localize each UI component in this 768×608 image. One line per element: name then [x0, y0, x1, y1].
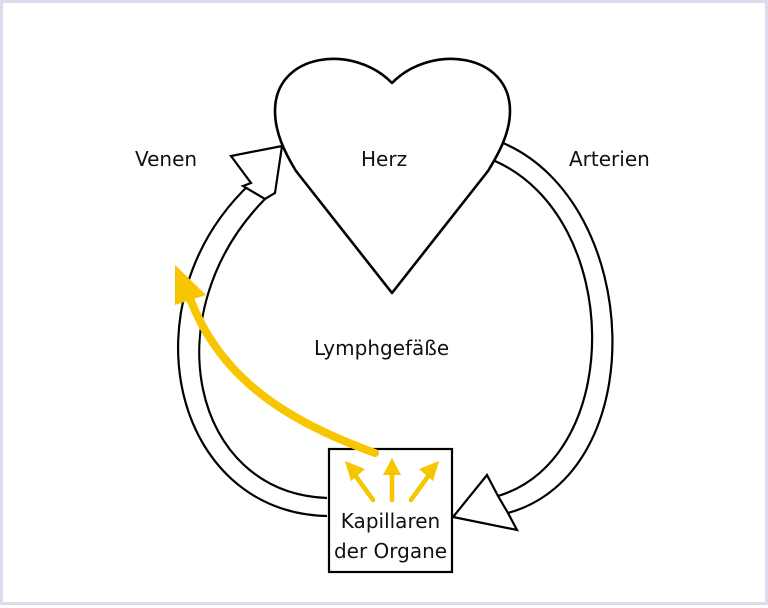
capillaries-label-line1: Kapillaren [340, 509, 441, 533]
lymph-arrow-line [187, 297, 379, 457]
veins-vessel-inner [198, 198, 328, 500]
circulation-diagram [175, 57, 614, 574]
heart-label: Herz [361, 147, 408, 171]
arteries-label: Arterien [569, 147, 650, 171]
capillaries-label: Kapillaren der Organe [329, 506, 452, 566]
small-lymph-arrows [345, 458, 439, 503]
heart-shape [273, 57, 512, 295]
veins-vessel-outer [177, 182, 328, 518]
arteries-vessel-outer [502, 141, 614, 515]
lymph-arrow-head [175, 265, 206, 305]
arteries-vessel-inner [494, 159, 594, 498]
capillaries-label-line2: der Organe [333, 539, 448, 563]
veins-label: Venen [135, 147, 198, 171]
veins-arrowhead [229, 144, 284, 201]
arteries-arrowhead [451, 473, 520, 532]
lymph-vessels-label: Lymphgefäße [314, 336, 450, 360]
